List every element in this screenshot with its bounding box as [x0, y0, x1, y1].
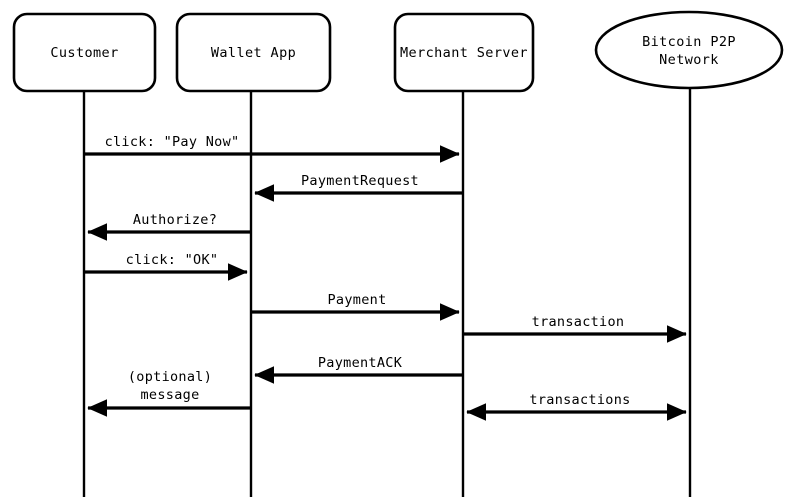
- participant-label-network-line2: Network: [659, 52, 719, 68]
- participant-merchant[interactable]: Merchant Server: [393, 12, 535, 93]
- participant-network[interactable]: Bitcoin P2P Network: [594, 10, 784, 90]
- participant-box-wallet[interactable]: [175, 12, 332, 93]
- participant-box-merchant[interactable]: [393, 12, 535, 93]
- message-optional-message[interactable]: (optional) message: [87, 369, 251, 417]
- message-payment-request[interactable]: PaymentRequest: [254, 173, 463, 202]
- message-label-optional-message-line1: (optional): [128, 369, 212, 385]
- participant-label-customer: Customer: [50, 45, 118, 61]
- message-transaction[interactable]: transaction: [463, 314, 687, 343]
- participant-label-network-line1: Bitcoin P2P: [642, 34, 736, 50]
- lifelines-group: [82, 88, 692, 497]
- participant-customer[interactable]: Customer: [12, 12, 157, 93]
- participant-label-wallet: Wallet App: [211, 45, 296, 61]
- message-label-transactions: transactions: [529, 392, 630, 408]
- message-label-click-ok: click: "OK": [126, 252, 219, 268]
- message-payment[interactable]: Payment: [251, 292, 460, 321]
- message-payment-ack[interactable]: PaymentACK: [254, 355, 463, 384]
- message-label-authorize: Authorize?: [133, 212, 217, 228]
- message-label-payment-request: PaymentRequest: [301, 173, 419, 189]
- participant-ellipse-network[interactable]: [594, 10, 784, 90]
- message-label-optional-message-line2: message: [141, 387, 200, 403]
- participant-box-customer[interactable]: [12, 12, 157, 93]
- participant-label-merchant: Merchant Server: [400, 45, 528, 61]
- message-click-ok[interactable]: click: "OK": [84, 252, 248, 281]
- message-label-payment: Payment: [328, 292, 387, 308]
- message-label-transaction: transaction: [532, 314, 625, 330]
- message-label-payment-ack: PaymentACK: [318, 355, 403, 371]
- participant-wallet[interactable]: Wallet App: [175, 12, 332, 93]
- message-authorize[interactable]: Authorize?: [87, 212, 251, 241]
- message-transactions[interactable]: transactions: [466, 392, 687, 421]
- message-label-click-pay-now: click: "Pay Now": [105, 134, 240, 150]
- message-click-pay-now[interactable]: click: "Pay Now": [84, 134, 460, 163]
